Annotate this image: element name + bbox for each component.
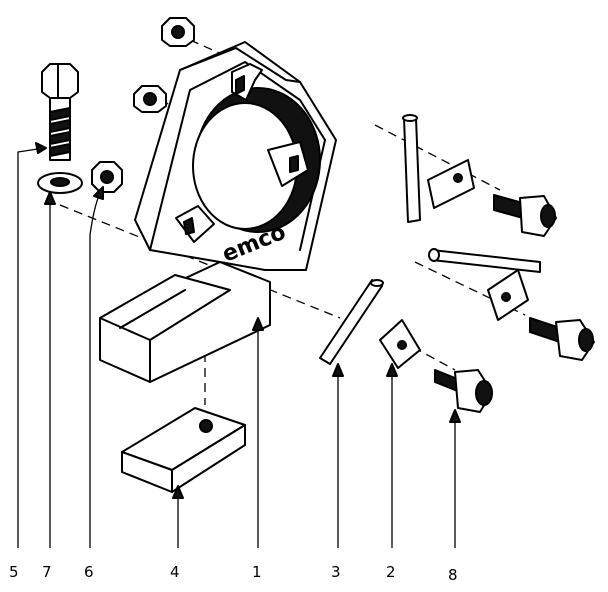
leader-lines <box>17 142 461 548</box>
washer <box>37 172 83 194</box>
socket-screw-lower <box>529 317 595 361</box>
callout-5: 5 <box>9 563 19 581</box>
callout-7: 7 <box>42 563 52 581</box>
hex-bolt <box>41 63 79 161</box>
socket-screw-front <box>434 369 493 413</box>
rod-pin <box>319 279 384 365</box>
socket-screw-upper <box>493 194 557 237</box>
tool-post-body: emco <box>99 41 337 383</box>
vertical-pin <box>402 114 421 223</box>
cross-pin-assembly <box>428 248 541 321</box>
callouts: 5 7 6 4 1 3 2 8 <box>9 563 458 584</box>
base-block <box>121 407 246 493</box>
callout-4: 4 <box>170 563 180 581</box>
callout-3: 3 <box>331 563 341 581</box>
callout-8: 8 <box>448 566 458 584</box>
hex-nut-lower <box>91 161 123 193</box>
hex-nut-mid <box>133 85 167 113</box>
callout-6: 6 <box>84 563 94 581</box>
callout-2: 2 <box>386 563 396 581</box>
clamp-plate <box>379 319 421 369</box>
hex-nut-top <box>161 17 195 47</box>
upper-plate <box>427 159 475 209</box>
callout-1: 1 <box>252 563 262 581</box>
